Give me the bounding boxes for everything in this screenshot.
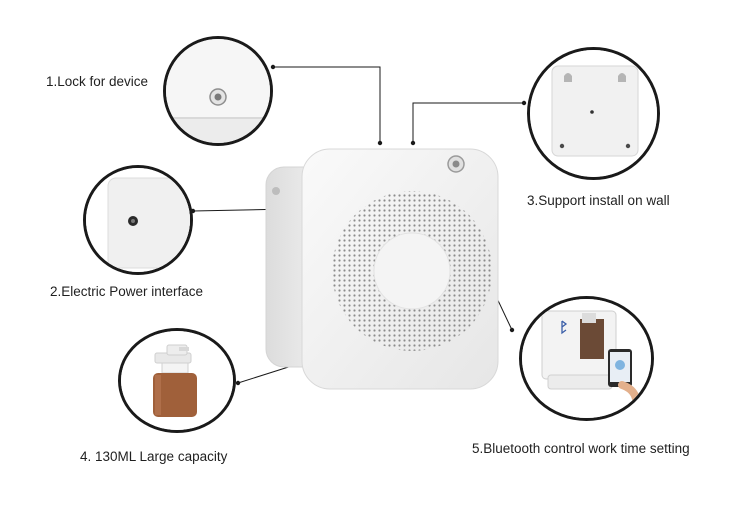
power-detail-circle [83, 165, 193, 275]
feature-label-3: 3.Support install on wall [527, 193, 670, 208]
lock-detail-circle [163, 36, 273, 146]
capacity-detail-circle [118, 328, 236, 433]
oil-bottle-icon [121, 331, 233, 430]
bluetooth-icon [522, 299, 651, 418]
lock-icon [166, 39, 270, 143]
bluetooth-detail-circle [519, 296, 654, 421]
connector-3 [412, 102, 524, 143]
wall-mount-detail-circle [527, 47, 660, 180]
connector-1 [273, 66, 381, 143]
diffuser-device [265, 148, 499, 390]
feature-label-5: 5.Bluetooth control work time setting [472, 441, 690, 456]
feature-label-1: 1.Lock for device [46, 74, 149, 89]
power-port-icon [86, 168, 190, 272]
feature-label-2: 2.Electric Power interface [50, 284, 204, 299]
feature-label-4: 4. 130ML Large capacity [80, 449, 228, 464]
wall-mount-icon [530, 50, 657, 177]
